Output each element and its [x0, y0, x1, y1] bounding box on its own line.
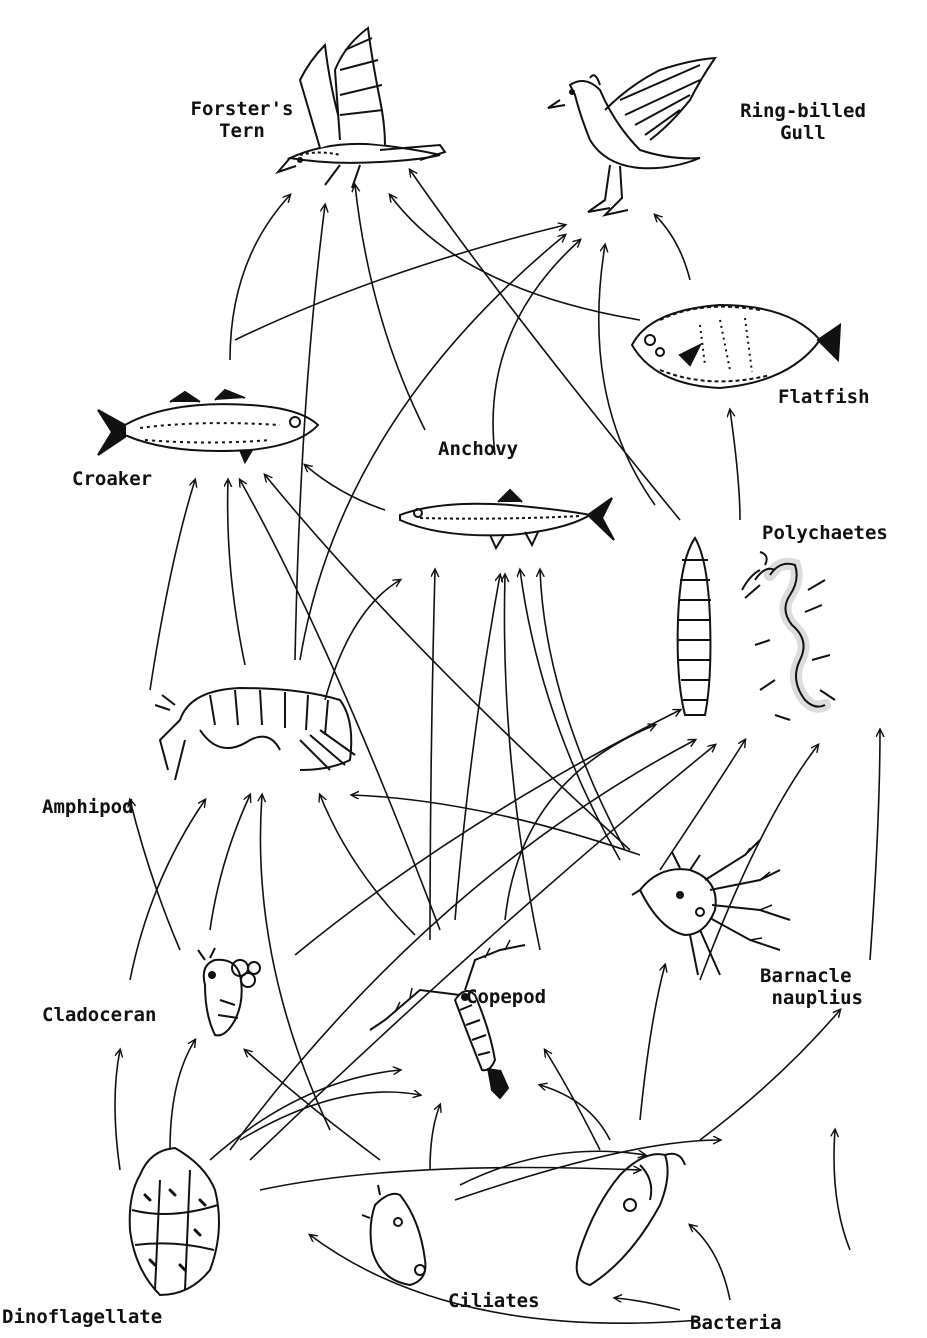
cladoceran-illustration	[198, 948, 260, 1035]
label-barnacle-nauplius: Barnacle nauplius	[760, 965, 863, 1009]
flatfish-illustration	[632, 305, 840, 388]
amphipod-illustration	[155, 688, 355, 780]
anchovy-illustration	[400, 490, 614, 548]
polychaetes-illustration	[678, 538, 835, 720]
ciliates-illustration	[362, 1154, 685, 1285]
label-bacteria: Bacteria	[690, 1312, 782, 1334]
label-polychaetes: Polychaetes	[762, 522, 888, 544]
label-flatfish: Flatfish	[778, 386, 870, 408]
label-ciliates: Ciliates	[448, 1290, 540, 1312]
label-cladoceran: Cladoceran	[42, 1004, 156, 1026]
label-dinoflagellate: Dinoflagellate	[2, 1306, 162, 1328]
label-forsters-tern: Forster's Tern	[172, 98, 312, 142]
label-croaker: Croaker	[72, 468, 152, 490]
dinoflagellate-illustration	[130, 1148, 219, 1295]
label-anchovy: Anchovy	[438, 438, 518, 460]
label-amphipod: Amphipod	[42, 796, 134, 818]
label-ring-billed-gull: Ring-billed Gull	[718, 100, 888, 144]
croaker-illustration	[98, 390, 318, 462]
label-copepod: Copepod	[466, 986, 546, 1008]
ring-billed-gull-illustration	[548, 58, 715, 215]
copepod-illustration	[370, 940, 525, 1098]
barnacle-nauplius-illustration	[632, 840, 790, 975]
